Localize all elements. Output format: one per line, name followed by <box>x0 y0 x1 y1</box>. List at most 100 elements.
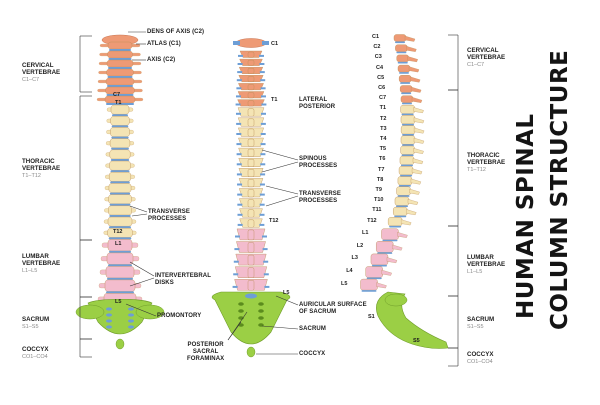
right-spinous-process <box>413 137 425 144</box>
left-foramen <box>128 307 134 311</box>
right-vertebra <box>400 125 416 135</box>
left-cervical-range: C1–C7 <box>22 77 40 83</box>
left-disc <box>111 136 129 139</box>
right-spinous-process <box>411 86 422 93</box>
mid-facet <box>237 63 243 65</box>
right-vertebra <box>400 115 416 125</box>
right-spinous-process <box>413 107 424 114</box>
right-level-t11: T11 <box>372 207 382 214</box>
left-disc <box>107 85 133 87</box>
mid-facet <box>236 153 242 156</box>
right-disc <box>371 264 387 267</box>
right-level-t12: T12 <box>367 217 377 224</box>
right-level-c7: C7 <box>378 95 386 102</box>
mid-coccyx <box>246 346 256 358</box>
mid-facet <box>260 163 266 166</box>
callout-coccyx-mid: COCCYX <box>299 351 326 357</box>
right-spinous-process <box>404 35 416 42</box>
right-disc <box>400 82 411 84</box>
right-level-l3: L3 <box>351 255 358 262</box>
left-vertebra <box>106 68 134 77</box>
left-vertebra <box>108 205 132 216</box>
mid-spinous-process <box>247 76 255 83</box>
right-disc <box>396 51 407 54</box>
right-disc <box>401 123 414 126</box>
right-spinous-process <box>413 127 425 134</box>
right-spinous-process <box>381 269 392 276</box>
mid-atlas <box>235 38 267 48</box>
right-disc <box>401 113 414 116</box>
mid-spinous-process <box>247 219 255 228</box>
mid-facet <box>237 213 243 216</box>
left-vertebra <box>108 171 131 182</box>
right-level-s5: S5 <box>413 338 420 344</box>
right-spinous-process <box>413 147 424 154</box>
callout-dens-of-axis: DENS OF AXIS (C2) <box>147 29 205 35</box>
right-spinous-process <box>376 282 387 289</box>
right-disc <box>377 252 393 254</box>
right-vertebra <box>398 166 414 176</box>
left-foramen <box>106 319 112 323</box>
left-vertebra <box>107 216 133 227</box>
mid-facet <box>262 235 267 238</box>
mid-foramen <box>238 302 244 306</box>
left-coccyx <box>115 338 125 350</box>
right-spinous-process <box>401 219 412 226</box>
mid-spinous-process <box>247 59 255 66</box>
leader-auricular <box>275 295 299 306</box>
left-vertebra <box>108 194 132 205</box>
mid-facet <box>237 183 243 186</box>
callout-axis: AXIS (C2) <box>147 57 176 63</box>
mid-foramen <box>238 309 244 313</box>
right-spinous-process <box>412 158 424 165</box>
mid-facet <box>260 173 266 176</box>
callout-atlas: ATLAS (C1) <box>147 41 181 47</box>
mid-facet <box>260 87 266 90</box>
mid-spinous-process <box>247 169 255 178</box>
mid-spinous-process <box>247 84 255 91</box>
mid-spinous-process <box>247 100 255 107</box>
mid-facet <box>237 71 243 74</box>
mid-facet <box>259 63 265 65</box>
left-vertebra <box>108 183 132 193</box>
left-vertebra <box>109 160 131 171</box>
title-line-1: HUMAN SPINAL <box>513 113 539 319</box>
mid-spinous-process <box>247 92 255 99</box>
left-foramen <box>106 307 112 311</box>
right-level-t6: T6 <box>378 156 386 163</box>
left-vertebra <box>105 266 135 279</box>
right-coccyx-label: COCCYX <box>467 351 494 358</box>
right-vertebra <box>360 278 378 291</box>
right-coccyx-range: CO1–CO4 <box>467 359 493 365</box>
right-level-t3: T3 <box>380 125 387 132</box>
mid-sacrum <box>211 291 291 345</box>
right-disc <box>389 225 402 228</box>
mid-spinous-process <box>247 209 255 218</box>
mid-facet <box>260 143 266 146</box>
right-disc <box>399 72 410 74</box>
left-disc <box>109 215 131 217</box>
mid-facet <box>236 122 242 125</box>
mid-facet <box>259 223 265 226</box>
left-level-t1: T1 <box>115 100 122 106</box>
right-spinous-process <box>413 117 425 124</box>
left-foramen <box>128 313 134 317</box>
leader-sacrum-mid <box>261 325 299 330</box>
left-disc <box>111 147 129 150</box>
leader-transverse <box>129 205 148 213</box>
right-spinous-process <box>410 76 421 83</box>
left-disc <box>108 237 132 240</box>
mid-facet <box>237 193 243 196</box>
leader-spinous <box>261 161 299 173</box>
left-vertebra <box>109 149 131 160</box>
left-disc <box>106 94 134 96</box>
mid-spinous-process <box>247 67 255 74</box>
right-vertebra <box>399 85 413 93</box>
mid-facet <box>236 79 242 82</box>
right-disc <box>400 164 413 167</box>
right-lumbar-range: L1–L5 <box>467 269 483 275</box>
right-level-c2: C2 <box>373 44 381 51</box>
